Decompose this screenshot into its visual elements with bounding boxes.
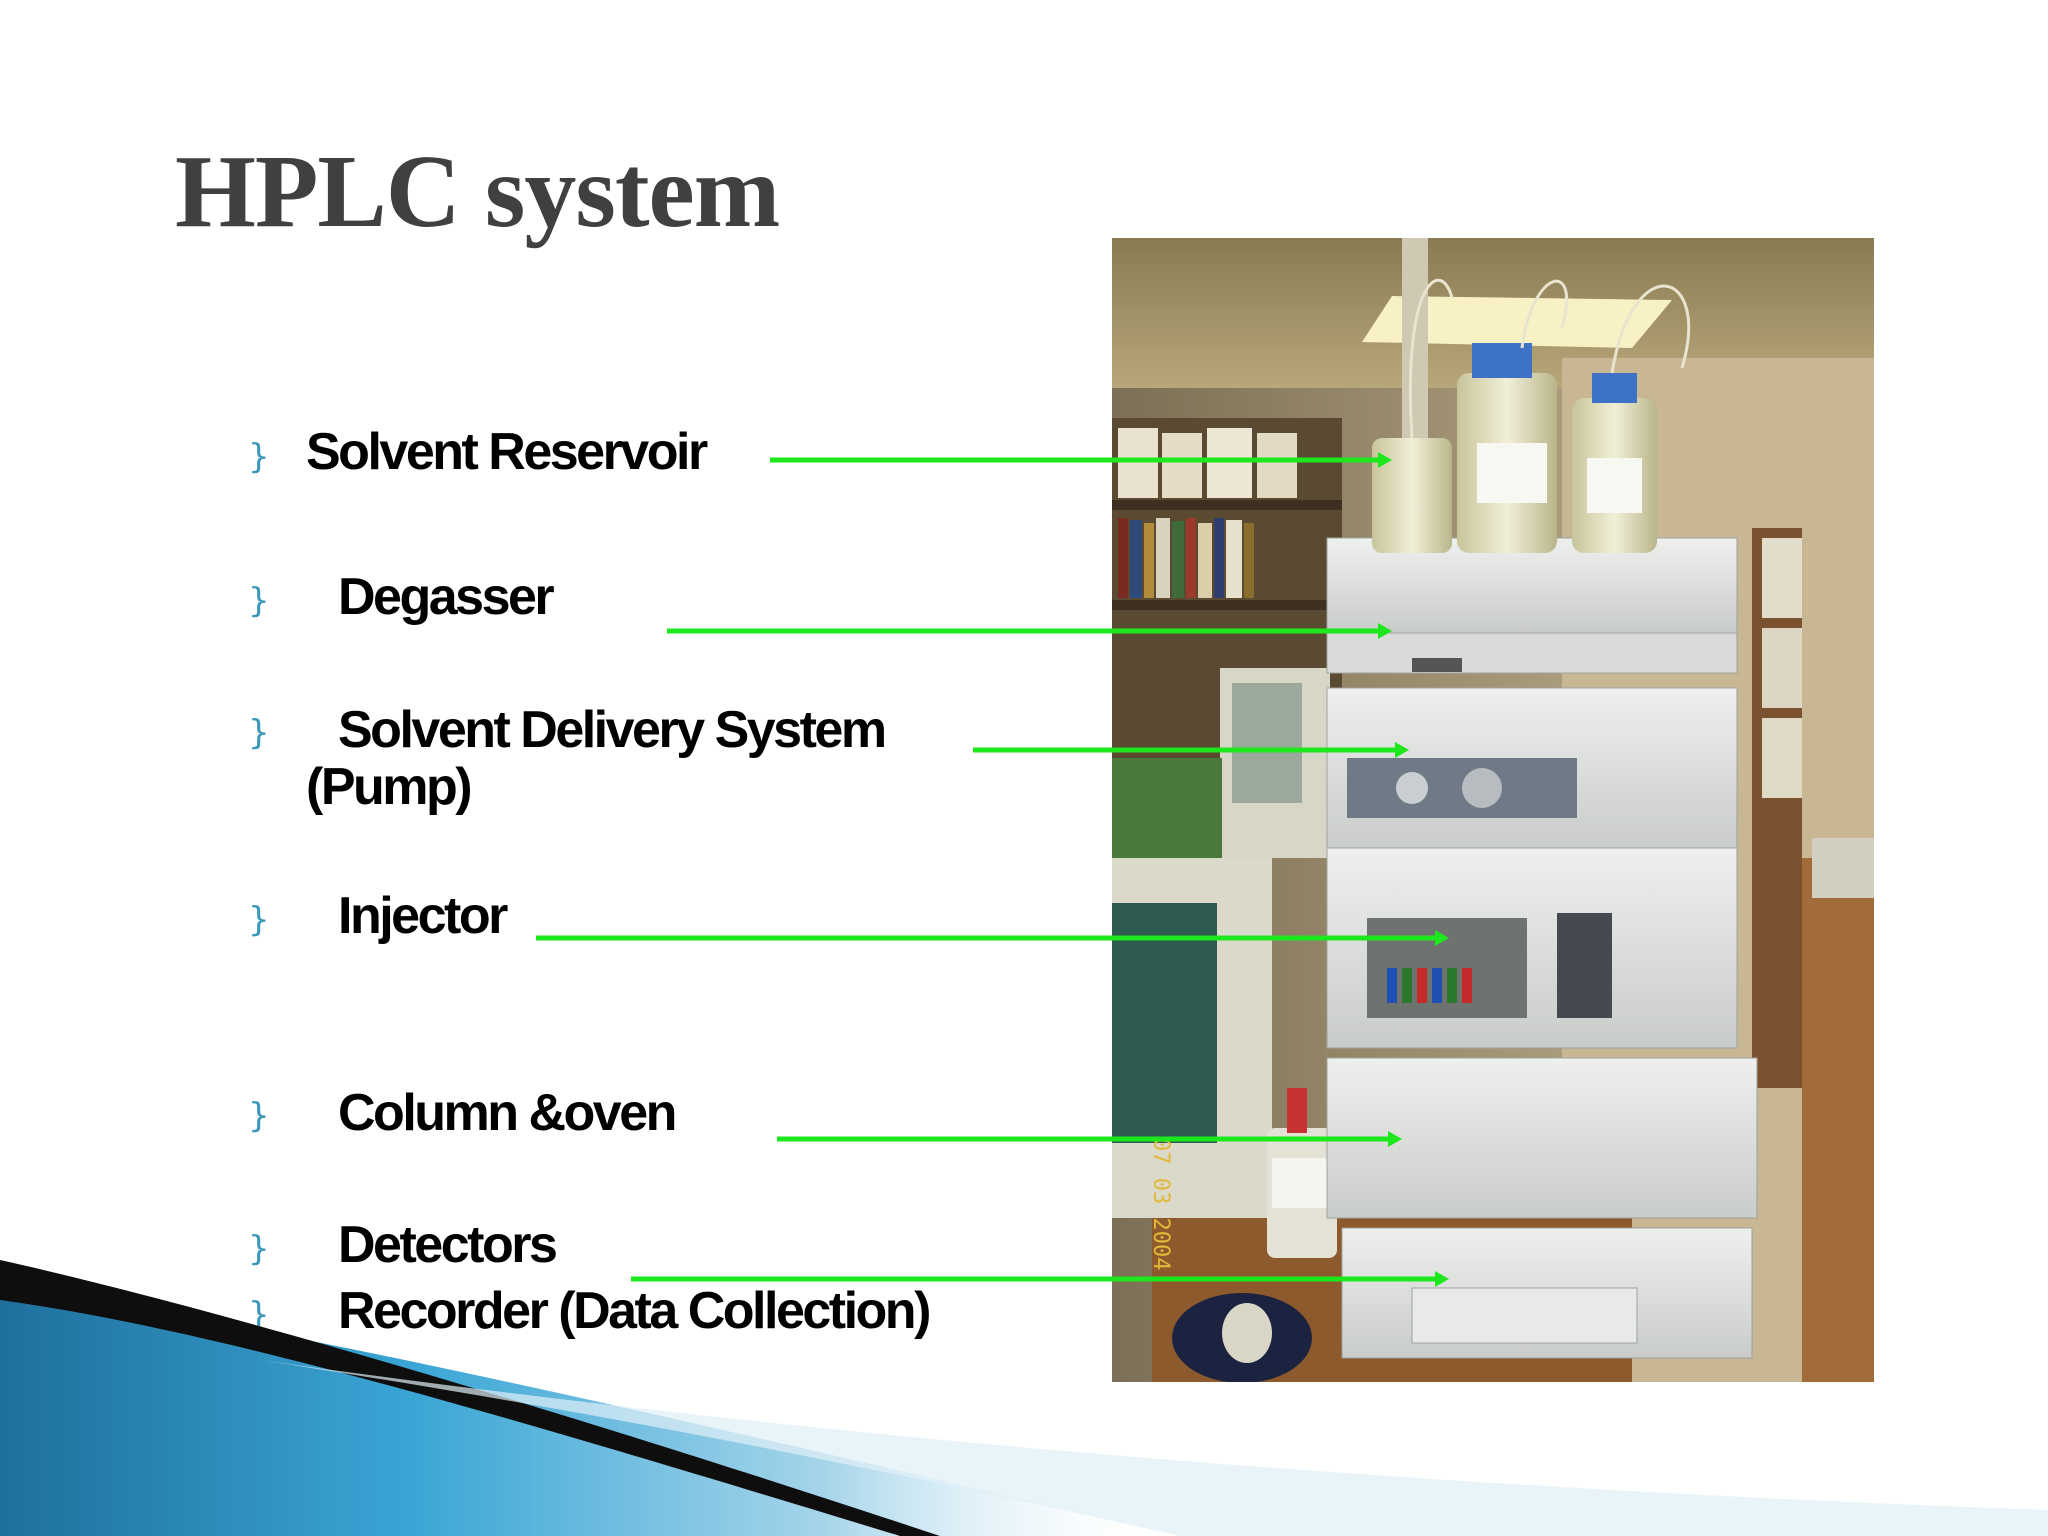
label-pump: (Pump) [306,758,473,816]
label-degasser: Degasser [338,568,555,626]
bullet-icon: } [248,437,270,477]
bullet-icon: } [248,900,270,940]
bullet-icon: } [248,1096,270,1136]
slide-title: HPLC system [175,134,780,249]
label-recorder: Recorder (Data Collection) [338,1282,931,1340]
label-solvent-delivery-system: Solvent Delivery System [338,701,887,759]
label-column-oven: Column &oven [338,1084,677,1142]
decorative-swoosh [0,1260,2048,1536]
label-detectors: Detectors [338,1216,558,1274]
bullet-icon: } [248,713,270,753]
label-solvent-reservoir: Solvent Reservoir [306,423,708,481]
hplc-photo: 07 03 2004 [1112,238,1874,1382]
bullet-icon: } [248,1295,270,1335]
bullet-icon: } [248,581,270,621]
photo-date-stamp: 07 03 2004 [1148,1138,1173,1270]
bullet-icon: } [248,1229,270,1269]
label-injector: Injector [338,887,508,945]
